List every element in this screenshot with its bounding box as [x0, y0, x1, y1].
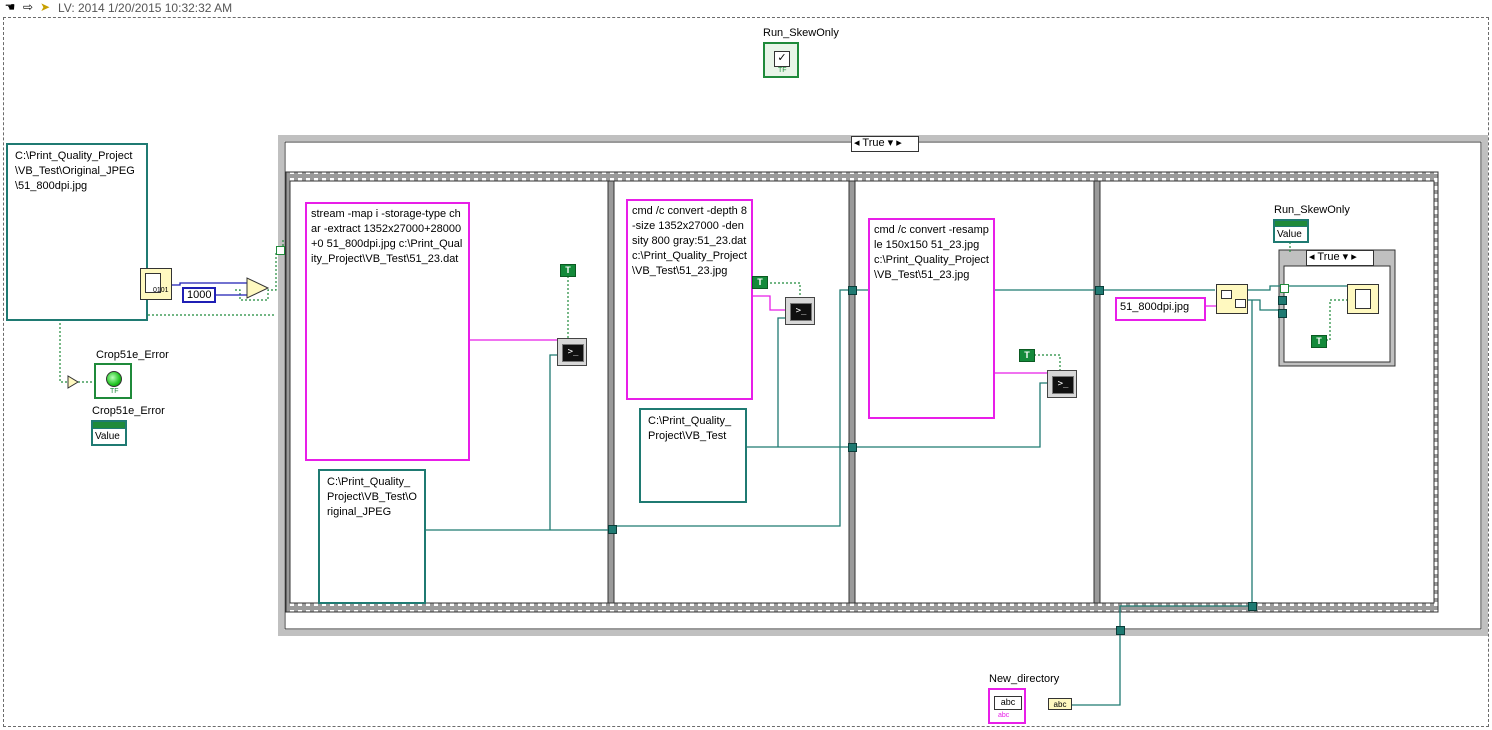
value-label: Value [1277, 229, 1302, 240]
frame1-true-constant[interactable]: T [560, 264, 576, 277]
frame4-filename-string[interactable]: 51_800dpi.jpg [1115, 297, 1206, 321]
tf-badge: TF [110, 388, 119, 395]
frame1-command-string[interactable]: stream -map i -storage-type char -extrac… [305, 202, 470, 461]
crop-error-property-node[interactable]: Value [91, 420, 127, 446]
tunnel [848, 443, 857, 452]
run-skew-label: Run_SkewOnly [763, 27, 839, 39]
crop-error-label: Crop51e_Error [96, 349, 169, 361]
inner-case-selector[interactable]: ◂ True ▾ ▸ [1306, 250, 1374, 266]
frame1-system-exec-icon[interactable]: >_ [557, 338, 587, 366]
tunnel [1248, 602, 1257, 611]
string-to-path-node-icon[interactable]: abc [1048, 698, 1072, 710]
tf-badge: TF [778, 67, 787, 74]
frame2-path-constant[interactable]: C:\Print_Quality_Project\VB_Test [639, 408, 747, 503]
frame3-command-string[interactable]: cmd /c convert -resample 150x150 51_23.j… [868, 218, 995, 419]
dropdown-icon[interactable]: ▾ [887, 137, 894, 149]
build-path-node-icon[interactable] [1216, 284, 1248, 314]
new-directory-label: New_directory [989, 673, 1060, 685]
checkbox-icon: ✓ [774, 51, 790, 67]
run-skew-property-node[interactable]: Value [1273, 219, 1309, 243]
case-selector-terminal [1280, 284, 1289, 293]
file-info-node-icon[interactable]: 0101 [140, 268, 172, 300]
frame1-path-constant[interactable]: C:\Print_Quality_Project\VB_Test\Origina… [318, 469, 426, 604]
frame2-system-exec-icon[interactable]: >_ [785, 297, 815, 325]
window-title: LV: 2014 1/20/2015 10:32:32 AM [58, 1, 233, 15]
run-skew-terminal[interactable]: ✓ TF [763, 42, 799, 78]
increment-icon[interactable]: ▸ [1351, 251, 1357, 263]
tunnel [848, 286, 857, 295]
frame3-true-constant[interactable]: T [1019, 349, 1035, 362]
case-selector-value: True [1317, 251, 1340, 263]
tunnel [608, 525, 617, 534]
tunnel [1116, 626, 1125, 635]
arrow-right-icon[interactable]: ⇨ [22, 0, 34, 14]
string-type-badge: abc [998, 712, 1010, 719]
original-jpeg-path-constant[interactable]: C:\Print_Quality_Project\VB_Test\Origina… [6, 143, 148, 321]
case-selector-value: True [862, 137, 885, 149]
hand-icon[interactable]: ☚ [4, 0, 16, 14]
frame2-true-constant[interactable]: T [752, 276, 768, 289]
outer-case-selector[interactable]: ◂ True ▾ ▸ [851, 136, 919, 152]
tunnel [1278, 296, 1287, 305]
case-selector-terminal [276, 246, 285, 255]
tunnel [1095, 286, 1104, 295]
increment-icon[interactable]: ▸ [896, 137, 902, 149]
toolbar: ☚ ⇨ ➤ LV: 2014 1/20/2015 10:32:32 AM [0, 0, 1492, 16]
led-icon [106, 371, 122, 387]
block-diagram-frame [3, 17, 1489, 727]
crop-error-node-label: Crop51e_Error [92, 405, 165, 417]
value-label: Value [95, 431, 120, 442]
create-folder-node-icon[interactable] [1347, 284, 1379, 314]
run-skew-node-label: Run_SkewOnly [1274, 204, 1350, 216]
string-control-text: abc [994, 696, 1022, 710]
decrement-icon[interactable]: ◂ [1309, 251, 1315, 263]
frame3-system-exec-icon[interactable]: >_ [1047, 370, 1077, 398]
tunnel [1278, 309, 1287, 318]
crop-error-terminal[interactable]: TF [94, 363, 132, 399]
decrement-icon[interactable]: ◂ [854, 137, 860, 149]
run-arrow-icon[interactable]: ➤ [39, 0, 51, 14]
frame2-command-string[interactable]: cmd /c convert -depth 8 -size 1352x27000… [626, 199, 753, 400]
inner-true-constant[interactable]: T [1311, 335, 1327, 348]
new-directory-terminal[interactable]: abc abc [988, 688, 1026, 724]
numeric-constant-1000[interactable]: 1000 [182, 287, 216, 303]
dropdown-icon[interactable]: ▾ [1342, 251, 1349, 263]
